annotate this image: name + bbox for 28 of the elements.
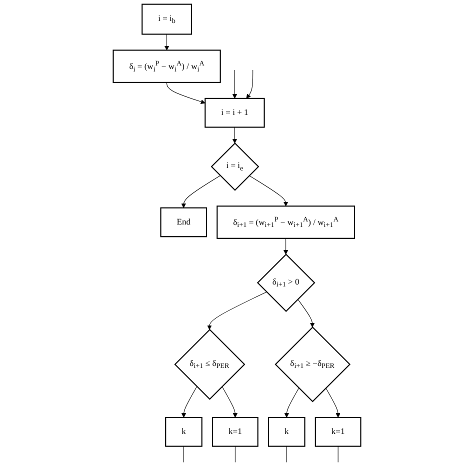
arrow — [248, 175, 288, 206]
arrow — [246, 70, 254, 99]
node-box: k — [268, 416, 306, 447]
arrow — [164, 34, 170, 50]
node-diamond: δ$_{i+1}$ ≥ −δ$_{PER}$ — [274, 326, 351, 402]
node-box: k=1 — [314, 416, 362, 447]
node-box: i = i + 1 — [204, 98, 265, 128]
node-box: k=1 — [212, 416, 258, 447]
arrow — [181, 175, 220, 208]
node-diamond: i = i$_{e}$ — [210, 142, 260, 191]
arrow — [166, 82, 206, 104]
arrow — [207, 292, 267, 330]
arrow — [284, 388, 300, 418]
node-diamond: δ$_{i+1}$ > 0 — [256, 254, 316, 312]
arrow — [222, 386, 238, 418]
arrow — [232, 126, 238, 144]
arrow — [326, 388, 340, 418]
connector — [234, 446, 236, 463]
connector — [183, 446, 184, 463]
connector — [286, 446, 287, 463]
node-box: End — [160, 207, 208, 238]
node-box: k — [165, 416, 202, 447]
node-diamond: δ$_{i+1}$ ≤ δ$_{PER}$ — [174, 328, 246, 400]
arrow — [298, 298, 315, 328]
arrow — [232, 70, 238, 99]
node-box: i = i$_{b}$ — [142, 4, 192, 35]
arrow — [181, 386, 198, 418]
arrow — [283, 238, 288, 255]
